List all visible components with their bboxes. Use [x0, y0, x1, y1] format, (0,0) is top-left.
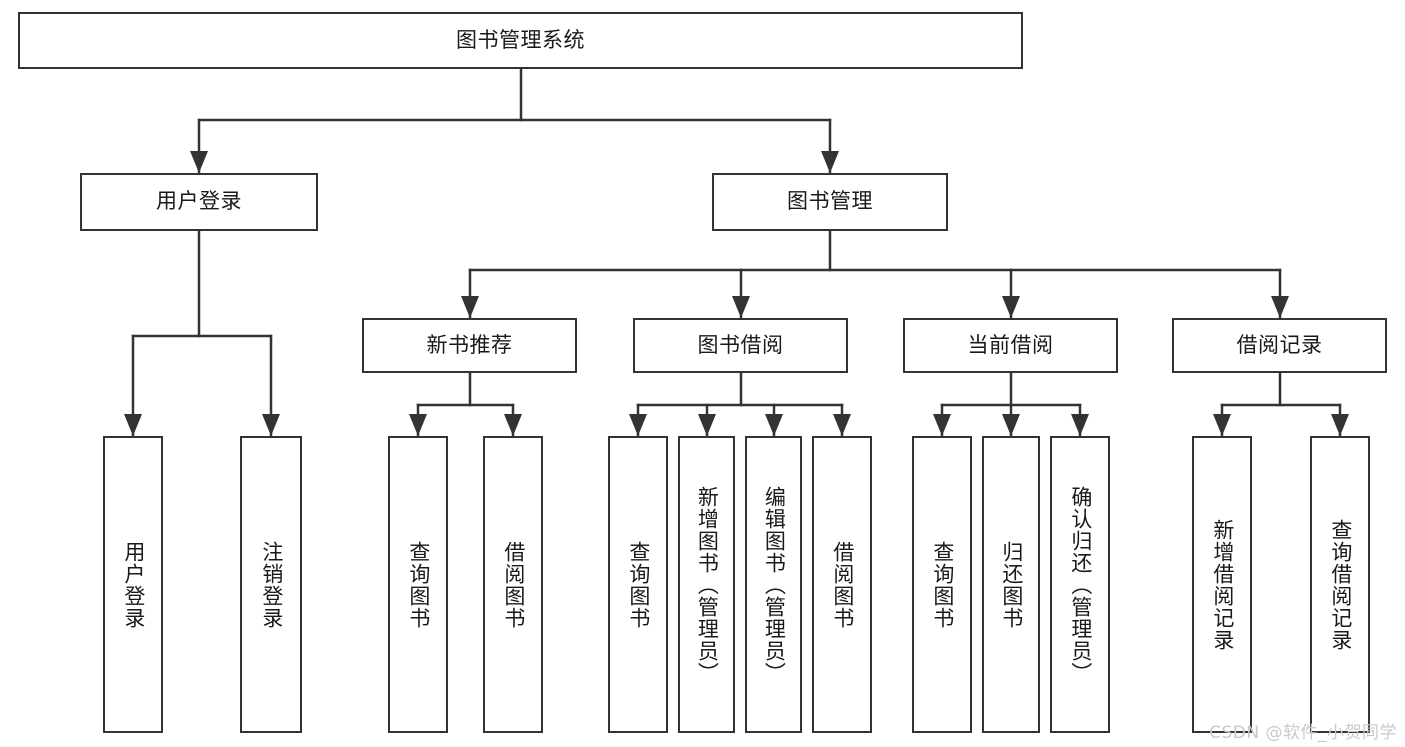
node-leaf-query-record: 查询借阅记录: [1310, 436, 1370, 733]
node-root: 图书管理系统: [18, 12, 1023, 69]
arrow-head-icon: [190, 151, 208, 173]
node-label: 编辑图书（管理员）: [762, 485, 787, 684]
node-leaf-edit-book: 编辑图书（管理员）: [745, 436, 802, 733]
node-leaf-query-book-cur: 查询图书: [912, 436, 972, 733]
arrow-head-icon: [461, 296, 479, 318]
node-label: 借阅记录: [1236, 332, 1323, 357]
arrow-head-icon: [1271, 296, 1289, 318]
node-label: 图书管理: [787, 189, 873, 214]
node-label: 查询图书: [930, 540, 955, 629]
arrow-head-icon: [409, 414, 427, 436]
arrow-head-icon: [1071, 414, 1089, 436]
arrow-head-icon: [821, 151, 839, 173]
node-record: 借阅记录: [1172, 318, 1387, 373]
arrow-head-icon: [833, 414, 851, 436]
arrow-head-icon: [1213, 414, 1231, 436]
node-label: 归还图书: [999, 540, 1024, 629]
node-bookmgmt: 图书管理: [712, 173, 948, 231]
node-label: 当前借阅: [967, 332, 1054, 357]
node-current: 当前借阅: [903, 318, 1118, 373]
node-label: 注销登录: [259, 540, 284, 629]
node-label: 用户登录: [156, 189, 242, 214]
node-label: 查询借阅记录: [1328, 518, 1353, 651]
node-leaf-return-book: 归还图书: [982, 436, 1040, 733]
arrow-head-icon: [933, 414, 951, 436]
node-label: 图书借阅: [697, 332, 784, 357]
node-leaf-query-book-new: 查询图书: [388, 436, 448, 733]
arrow-head-icon: [765, 414, 783, 436]
arrow-head-icon: [629, 414, 647, 436]
node-leaf-borrow-book-new: 借阅图书: [483, 436, 543, 733]
node-label: 图书管理系统: [456, 27, 585, 52]
node-leaf-borrow-book: 借阅图书: [812, 436, 872, 733]
node-label: 新书推荐: [426, 332, 513, 357]
node-borrow: 图书借阅: [633, 318, 848, 373]
arrow-head-icon: [1002, 296, 1020, 318]
node-leaf-add-book: 新增图书（管理员）: [678, 436, 735, 733]
node-leaf-add-record: 新增借阅记录: [1192, 436, 1252, 733]
node-leaf-user-logout: 注销登录: [240, 436, 302, 733]
arrow-head-icon: [504, 414, 522, 436]
node-label: 用户登录: [121, 540, 146, 629]
node-label: 确认归还（管理员）: [1068, 485, 1093, 684]
node-login: 用户登录: [80, 173, 318, 231]
arrow-head-icon: [1331, 414, 1349, 436]
node-label: 查询图书: [406, 540, 431, 629]
arrow-head-icon: [732, 296, 750, 318]
arrow-head-icon: [124, 414, 142, 436]
node-leaf-user-login: 用户登录: [103, 436, 163, 733]
watermark: CSDN @软件_小贺同学: [1209, 723, 1397, 743]
arrow-head-icon: [1002, 414, 1020, 436]
node-newbook: 新书推荐: [362, 318, 577, 373]
node-label: 借阅图书: [830, 540, 855, 629]
arrow-head-icon: [698, 414, 716, 436]
node-label: 借阅图书: [501, 540, 526, 629]
arrow-head-icon: [262, 414, 280, 436]
node-label: 新增借阅记录: [1210, 518, 1235, 651]
node-label: 新增图书（管理员）: [695, 485, 720, 684]
node-leaf-query-book: 查询图书: [608, 436, 668, 733]
node-label: 查询图书: [626, 540, 651, 629]
node-leaf-confirm-return: 确认归还（管理员）: [1050, 436, 1110, 733]
